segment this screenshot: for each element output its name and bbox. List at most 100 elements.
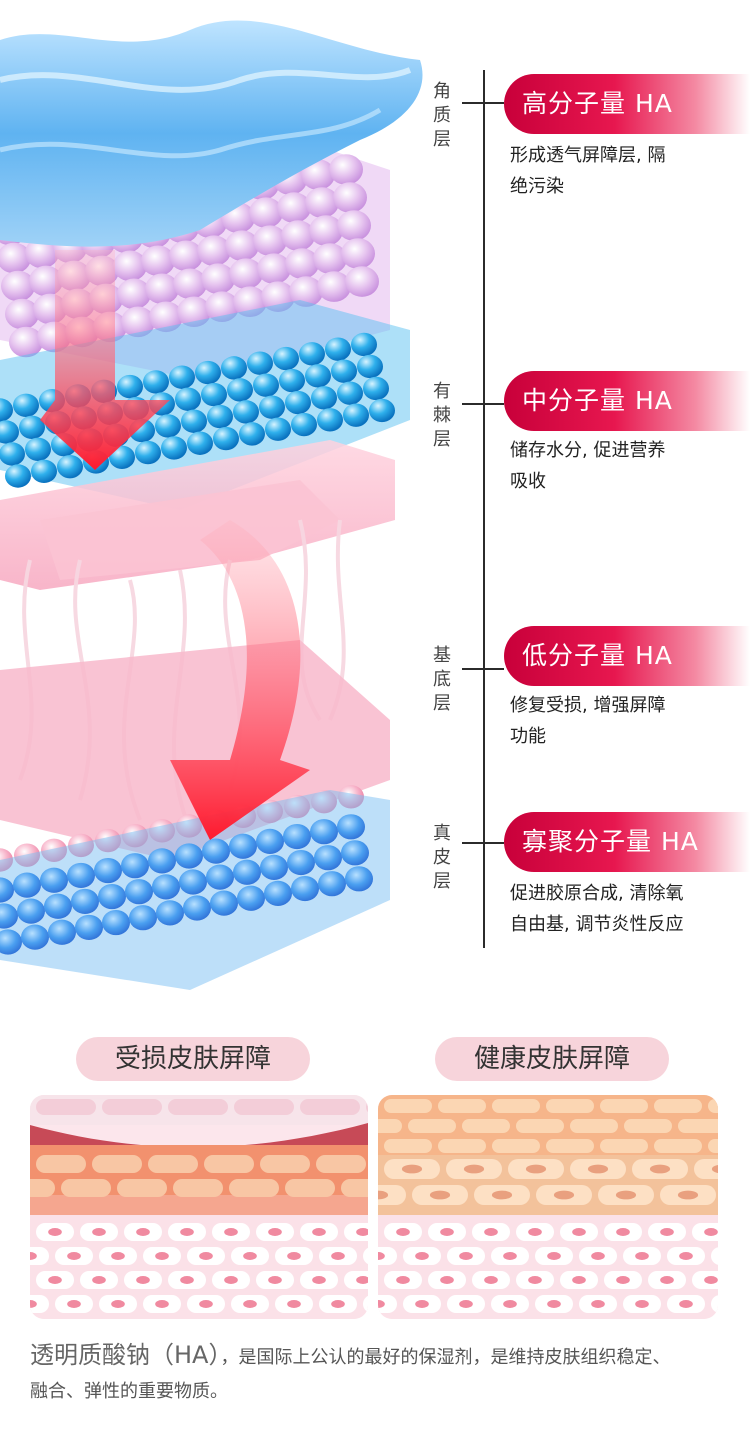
cell-nucleus: [635, 1300, 649, 1308]
cell-sphere: [283, 823, 311, 850]
ha-type-description: 促进胶原合成, 清除氧自由基, 调节炎性反应: [510, 878, 710, 940]
footer-line2: 融合、弹性的重要物质。: [30, 1381, 228, 1402]
skin-cell: [300, 1099, 360, 1115]
cell-nucleus: [180, 1228, 194, 1236]
cell-sphere: [0, 242, 31, 274]
healthy-barrier-image: [378, 1095, 718, 1319]
cell-sphere: [257, 253, 291, 284]
cell-nucleus: [111, 1300, 125, 1308]
skin-cell: [102, 1099, 162, 1115]
cell-nucleus: [572, 1276, 586, 1284]
cell-sphere: [21, 924, 49, 950]
dermis-cell-layer: [0, 790, 390, 990]
ha-description-line: 绝污染: [510, 176, 564, 197]
cell-sphere: [206, 864, 234, 890]
cell-sphere: [0, 877, 14, 903]
skin-cell: [260, 1155, 310, 1173]
cell-sphere: [187, 431, 213, 455]
cell-sphere: [337, 381, 363, 405]
cell-sphere: [121, 853, 149, 879]
skin-cell: [30, 1179, 55, 1197]
cell-sphere: [57, 454, 83, 479]
layer-label-char: 角: [433, 81, 451, 102]
cell-sphere: [291, 412, 317, 437]
cell-sphere: [44, 893, 72, 919]
skin-cell: [711, 1247, 718, 1265]
cell-sphere: [31, 459, 57, 484]
cell-sphere: [109, 445, 135, 469]
cell-sphere: [155, 414, 181, 438]
layer-label-char: 基: [433, 645, 451, 666]
layer-tick: [462, 403, 504, 405]
cell-nucleus: [30, 1252, 37, 1260]
cell-nucleus: [484, 1228, 498, 1236]
layer-label-char: 质: [433, 105, 451, 126]
skin-cell: [341, 1179, 368, 1197]
skin-cell: [173, 1179, 223, 1197]
skin-cell: [546, 1139, 594, 1153]
cell-sphere: [197, 235, 231, 267]
cell-nucleus: [92, 1228, 106, 1236]
skin-cell: [384, 1139, 432, 1153]
cell-sphere: [113, 250, 147, 282]
damaged-barrier-image: [30, 1095, 368, 1319]
skin-cell: [492, 1139, 540, 1153]
penetration-arrow-upper: [40, 250, 170, 470]
cell-nucleus: [111, 1252, 125, 1260]
cell-sphere: [239, 422, 265, 446]
skin-cell: [234, 1099, 294, 1115]
cell-sphere: [169, 240, 203, 272]
cell-nucleus: [243, 1300, 257, 1308]
cell-nucleus: [525, 1164, 547, 1174]
cell-sphere: [343, 403, 369, 427]
cell-sphere: [48, 919, 76, 945]
skin-cell: [378, 1295, 397, 1313]
skin-cell: [438, 1139, 486, 1153]
cell-sphere: [121, 306, 155, 338]
skin-cell: [600, 1139, 648, 1153]
cell-nucleus: [48, 1228, 62, 1236]
skin-cell: [694, 1159, 718, 1179]
cell-nucleus: [155, 1252, 169, 1260]
skin-cell: [117, 1179, 167, 1197]
cell-sphere: [341, 840, 369, 866]
cell-sphere: [237, 885, 265, 911]
cell-sphere: [291, 875, 319, 902]
cell-nucleus: [572, 1228, 586, 1236]
cell-sphere: [249, 197, 283, 228]
cell-nucleus: [268, 1228, 282, 1236]
footer-description: 透明质酸钠（HA），是国际上公认的最好的保湿剂，是维持皮肤组织稳定、 融合、弹性…: [30, 1338, 730, 1409]
cell-nucleus: [591, 1252, 605, 1260]
cell-sphere: [19, 415, 45, 440]
skin-cell: [678, 1119, 718, 1133]
layer-tick: [462, 668, 504, 670]
skin-cell: [600, 1099, 648, 1113]
skin-cell: [708, 1139, 718, 1153]
ha-description-line: 促进胶原合成, 清除氧: [510, 883, 684, 904]
cell-sphere: [0, 903, 18, 929]
skin-cell: [285, 1179, 335, 1197]
cell-sphere: [202, 838, 230, 864]
cell-nucleus: [378, 1300, 385, 1308]
cell-nucleus: [616, 1228, 630, 1236]
cell-sphere: [279, 368, 305, 393]
cell-nucleus: [459, 1252, 473, 1260]
cell-sphere: [25, 237, 59, 269]
cell-sphere: [305, 187, 339, 218]
cell-sphere: [311, 386, 337, 410]
skin-cell: [654, 1139, 702, 1153]
cell-nucleus: [67, 1300, 81, 1308]
cell-sphere: [210, 890, 238, 916]
cell-sphere: [229, 258, 263, 289]
cell-nucleus: [287, 1300, 301, 1308]
cell-nucleus: [312, 1228, 326, 1236]
cell-sphere: [351, 332, 377, 357]
layer-label: 角质层: [430, 80, 454, 152]
cell-sphere: [129, 905, 157, 931]
cell-nucleus: [331, 1300, 345, 1308]
cell-sphere: [325, 337, 351, 361]
cell-nucleus: [224, 1228, 238, 1236]
skin-cell: [408, 1119, 456, 1133]
cell-sphere: [317, 408, 343, 432]
cell-sphere: [285, 390, 311, 415]
